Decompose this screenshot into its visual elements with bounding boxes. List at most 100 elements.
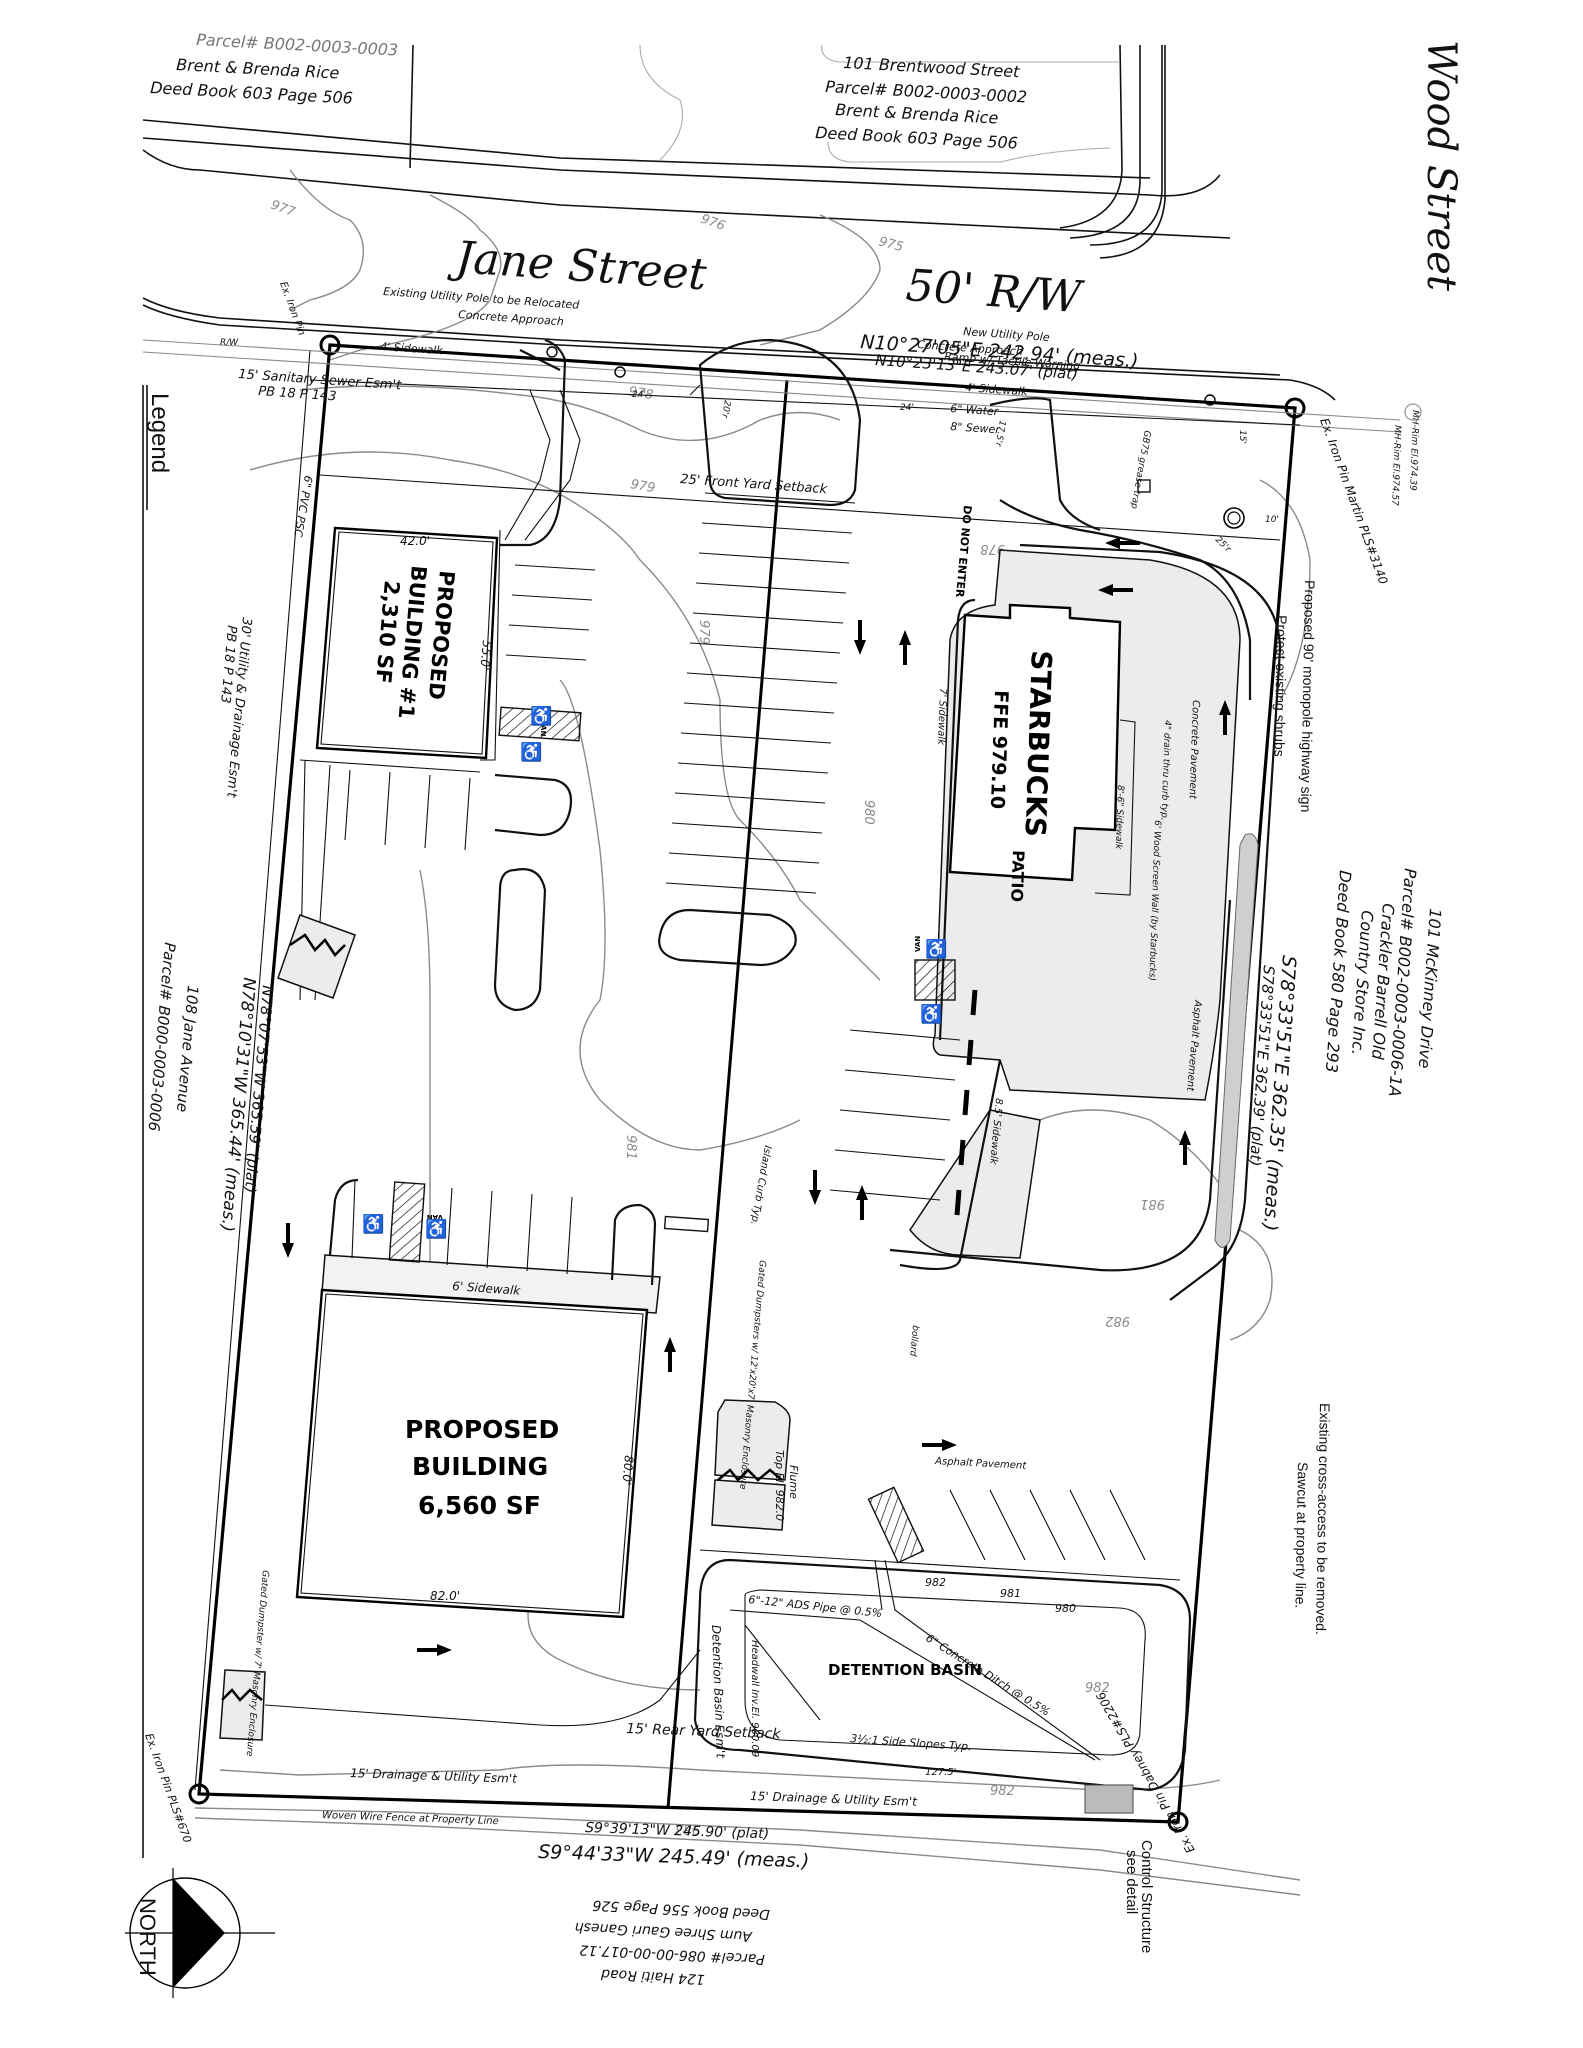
svg-text:978: 978 [627, 384, 654, 403]
contour-982-label: 982 [925, 1576, 946, 1589]
building-2-width-dim: 82.0' [430, 1589, 460, 1603]
van-label-2: VAN [914, 936, 922, 952]
dumpster-enclosure-west [277, 914, 356, 999]
sidewalk-4-label-a: 4' Sidewalk [380, 340, 444, 357]
accessible-parking-icon: ♿ [530, 705, 552, 726]
dim-10: 10' [1265, 515, 1279, 525]
detention-basin-title: DETENTION BASIN [828, 1661, 982, 1679]
accessible-parking-icon: ♿ [520, 741, 542, 762]
sidewalk-4-label-b: 4' Sidewalk [965, 381, 1029, 398]
south-bearing-meas: S9°44'33"W 245.49' (meas.) [538, 1841, 810, 1872]
svg-text:981: 981 [623, 1135, 638, 1160]
dim-175r: 17.5'r [992, 419, 1007, 448]
do-not-enter-label: DO NOT ENTER [953, 505, 974, 599]
svg-text:979: 979 [629, 477, 656, 496]
parcel-west-address: 108 Jane Avenue [173, 985, 202, 1113]
parcel-top-left: Parcel# B002-0003-0003 Brent & Brenda Ri… [150, 30, 399, 108]
sanitary-easement-pb: PB 18 P 143 [258, 384, 337, 404]
dim-20r: 20'r [719, 399, 732, 419]
sidewalk-6-label: 6' Sidewalk [452, 1279, 522, 1298]
jane-street-label: Jane Street [446, 232, 708, 301]
grease-trap-label: GB75 grease trap [1128, 429, 1152, 509]
island-curb-label: Island Curb Typ. [748, 1144, 773, 1225]
contour-981-label: 981 [1000, 1587, 1021, 1600]
proposed-building-2: PROPOSED BUILDING 6,560 SF 82.0' 80.0' 6… [295, 1178, 710, 1619]
bollard-label: bollard [907, 1325, 920, 1357]
brentwood-street-label: Wood Street [1418, 40, 1464, 292]
rear-setback-label: 15' Rear Yard Setback [626, 1721, 782, 1742]
sidewalk-7-label: 7' Sidewalk [935, 688, 948, 746]
svg-text:981: 981 [1140, 1196, 1165, 1211]
drain-thru-curb-label: 4" drain thru curb typ. [1158, 720, 1172, 821]
front-setback-label: 25' Front Yard Setback [680, 472, 828, 497]
center-parking [658, 492, 856, 967]
svg-text:982: 982 [1105, 1313, 1130, 1328]
starbucks-site: STARBUCKS FFE 979.10 PATIO [829, 543, 1282, 1301]
asphalt-pavement-label-2: Asphalt Pavement [934, 1456, 1028, 1472]
building-1-depth-dim: 55.0' [477, 640, 494, 671]
svg-text:983: 983 [675, 1821, 700, 1836]
parcel-top-right-deed: Deed Book 603 Page 506 [815, 123, 1019, 153]
south-bearing-plat: S9°39'13"W 245.90' (plat) [585, 1820, 770, 1842]
accessible-parking-icon: ♿ [425, 1218, 447, 1239]
svg-text:982: 982 [1085, 1681, 1110, 1696]
parcel-top-right-owner: Brent & Brenda Rice [835, 100, 999, 128]
cross-access-note-2: Sawcut at property line. [1292, 1462, 1311, 1609]
parcel-south-deed: Deed Book 556 Page 526 [592, 1897, 770, 1922]
iron-pin-sw-label: Ex. Iron Pin PLS#670 [142, 1732, 194, 1845]
building-2-depth-dim: 80.0' [619, 1455, 636, 1486]
dim-15: 15' [1237, 430, 1247, 444]
contour-980-label: 980 [1055, 1602, 1076, 1615]
control-structure-label: Control Structure [1138, 1840, 1155, 1953]
svg-text:975: 975 [877, 234, 905, 255]
woven-wire-fence-label: Woven Wire Fence at Property Line [322, 1810, 499, 1827]
legend-label: Legend [146, 393, 173, 473]
dim-24-a: 24' [632, 390, 646, 400]
frontage-utilities [142, 339, 1401, 541]
svg-text:976: 976 [699, 212, 727, 235]
building-2-label-line1: PROPOSED [405, 1415, 559, 1444]
svg-text:Parcel# B002-0003-0003: Parcel# B002-0003-0003 [196, 30, 399, 60]
parcel-south-parcel: Parcel# 086-00-00-017.12 [579, 1941, 765, 1967]
svg-text:982: 982 [990, 1784, 1015, 1799]
parcel-west: 108 Jane Avenue Parcel# B000-0003-0006 [145, 942, 202, 1132]
accessible-parking-icon: ♿ [925, 938, 947, 959]
dumpster-enclosure-southwest [219, 1649, 701, 1741]
accessible-parking-icon: ♿ [920, 1003, 942, 1024]
headwall-label: Headwall Inv.El. 980.09 [749, 1640, 760, 1757]
parcel-east: 101 McKinney Drive Parcel# B002-0003-000… [1322, 868, 1445, 1098]
cross-access-note-1: Existing cross-access to be removed. [1313, 1403, 1333, 1635]
protect-shrubs-note: Protect existing shrubs [1272, 615, 1290, 757]
parcel-south-address: 124 Haiti Road [601, 1966, 706, 1987]
parcel-south: 124 Haiti Road Parcel# 086-00-00-017.12 … [574, 1897, 770, 1987]
svg-text:980: 980 [861, 800, 876, 825]
starbucks-label: STARBUCKS [1018, 650, 1057, 838]
north-arrow-label: NORTH [135, 1898, 160, 1976]
new-utility-pole-note: New Utility Pole [963, 325, 1050, 344]
existing-shrubs [1214, 833, 1259, 1248]
svg-text:977: 977 [269, 198, 298, 221]
water-main-label: 6" Water [950, 402, 1000, 418]
starbucks-ffe: FFE 979.10 [986, 690, 1012, 810]
jane-street-row-label: 50' R/W [904, 260, 1086, 323]
parcel-top-right: 101 Brentwood Street Parcel# B002-0003-0… [815, 53, 1028, 153]
basin-dim: 127.5' [925, 1767, 956, 1778]
parcel-top-right-address: 101 Brentwood Street [843, 53, 1021, 81]
driveways [500, 338, 1252, 700]
jane-street-curbs [142, 44, 1336, 401]
utility-drainage-easement-pb: PB 18 P 143 [217, 625, 239, 704]
manhole-rim-2: MH-Rim El.974.57 [1389, 425, 1402, 506]
van-label-3: VAN [427, 1213, 443, 1221]
concrete-pavement-label: Concrete Pavement [1187, 700, 1201, 800]
monopole-sign-note: Proposed 90' monopole highway sign [1298, 580, 1318, 813]
parcel-top-left-owner: Brent & Brenda Rice [176, 55, 340, 83]
dim-25r: 25'r [1213, 535, 1233, 555]
proposed-building-1: PROPOSED BUILDING #1 2,310 SF 42.0' 55.0… [315, 526, 499, 760]
sewer-main-label: 8" Sewer [950, 420, 1002, 437]
dumpsters-note-southwest: Gated Dumpster w/ 7' Masonry Enclosure [244, 1570, 270, 1758]
parcel-east-address: 101 McKinney Drive [1415, 908, 1445, 1070]
van-label-1: VAN [539, 720, 548, 737]
parcel-south-owner: Aum Shree Gauri Ganesh [574, 1919, 753, 1944]
flume-elevation: Top El. 982.0 [773, 1450, 786, 1521]
